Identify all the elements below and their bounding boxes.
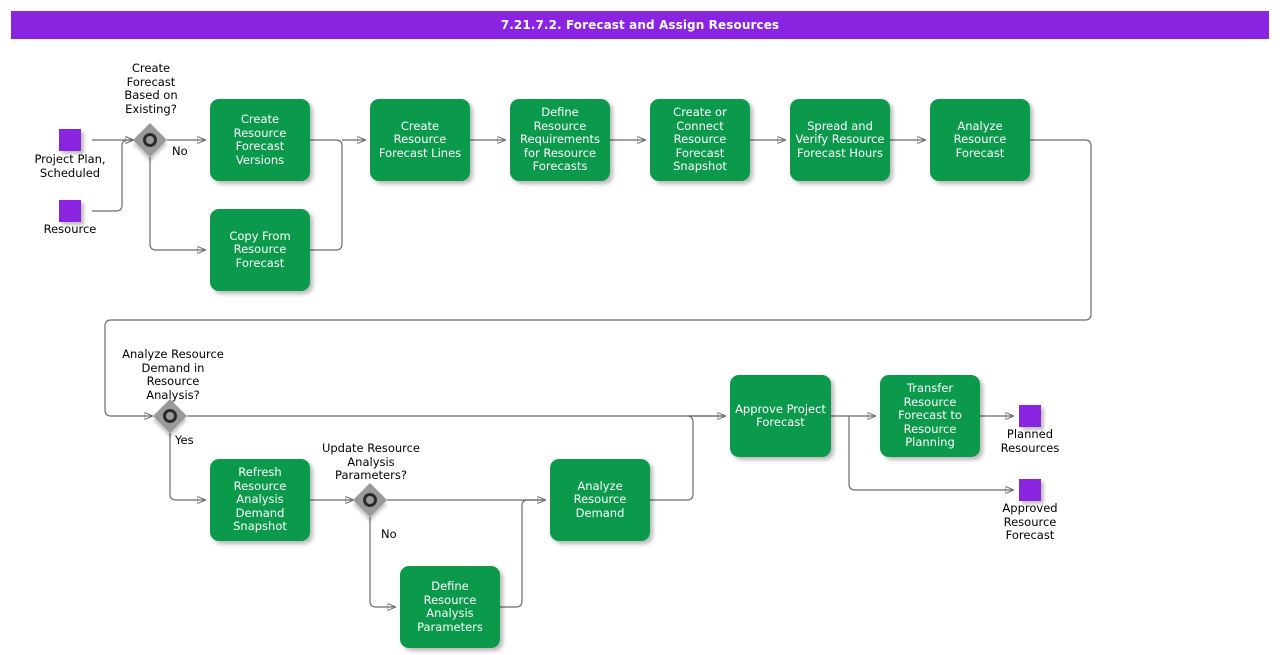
task-refresh-resource-analysis-demand-snapshot[interactable]: Refresh Resource Analysis Demand Snapsho… bbox=[210, 459, 310, 541]
edge-label-no-create-forecast: No bbox=[172, 144, 188, 158]
task-create-or-connect-resource-forecast-snapshot[interactable]: Create or Connect Resource Forecast Snap… bbox=[650, 99, 750, 181]
gateway-label-analyze-resource-demand-in-resource-analysis: Analyze Resource Demand in Resource Anal… bbox=[122, 347, 224, 402]
task-analyze-resource-forecast[interactable]: Analyze Resource Forecast bbox=[930, 99, 1030, 181]
gateway-inclusive-circle-icon bbox=[143, 133, 157, 147]
task-create-resource-forecast-lines[interactable]: Create Resource Forecast Lines bbox=[370, 99, 470, 181]
marker-label-planned-resources: Planned Resources bbox=[1000, 427, 1060, 455]
marker-label-resource: Resource bbox=[43, 222, 97, 236]
marker-planned-resources[interactable] bbox=[1019, 405, 1041, 427]
task-approve-project-forecast[interactable]: Approve Project Forecast bbox=[730, 375, 831, 457]
gateway-label-update-resource-analysis-parameters: Update Resource Analysis Parameters? bbox=[321, 441, 421, 482]
task-copy-from-resource-forecast[interactable]: Copy From Resource Forecast bbox=[210, 209, 310, 291]
task-spread-and-verify-resource-forecast-hours[interactable]: Spread and Verify Resource Forecast Hour… bbox=[790, 99, 890, 181]
gateway-create-forecast-based-on-existing[interactable] bbox=[133, 123, 170, 160]
marker-approved-resource-forecast[interactable] bbox=[1019, 479, 1041, 501]
marker-resource[interactable] bbox=[59, 200, 81, 222]
gateway-update-resource-analysis-parameters[interactable] bbox=[353, 483, 390, 520]
gateway-label-create-forecast-based-on-existing: Create Forecast Based on Existing? bbox=[124, 61, 178, 116]
task-create-resource-forecast-versions[interactable]: Create Resource Forecast Versions bbox=[210, 99, 310, 181]
marker-label-approved-resource-forecast: Approved Resource Forecast bbox=[1002, 501, 1058, 542]
task-analyze-resource-demand[interactable]: Analyze Resource Demand bbox=[550, 459, 650, 541]
gateway-inclusive-circle-icon bbox=[363, 493, 377, 507]
page-title: 7.21.7.2. Forecast and Assign Resources bbox=[11, 11, 1269, 39]
edge-label-no-update-resource-analysis-parameters: No bbox=[381, 527, 397, 541]
task-define-resource-requirements-for-resource-forecasts[interactable]: Define Resource Requirements for Resourc… bbox=[510, 99, 610, 181]
edge-label-yes-analyze-resource-demand: Yes bbox=[175, 433, 194, 447]
marker-project-plan-scheduled[interactable] bbox=[59, 129, 81, 151]
gateway-analyze-resource-demand-in-resource-analysis[interactable] bbox=[153, 399, 190, 436]
task-define-resource-analysis-parameters[interactable]: Define Resource Analysis Parameters bbox=[400, 566, 500, 648]
gateway-inclusive-circle-icon bbox=[163, 409, 177, 423]
marker-label-project-plan-scheduled: Project Plan, Scheduled bbox=[34, 152, 106, 180]
task-transfer-resource-forecast-to-resource-planning[interactable]: Transfer Resource Forecast to Resource P… bbox=[880, 375, 980, 457]
